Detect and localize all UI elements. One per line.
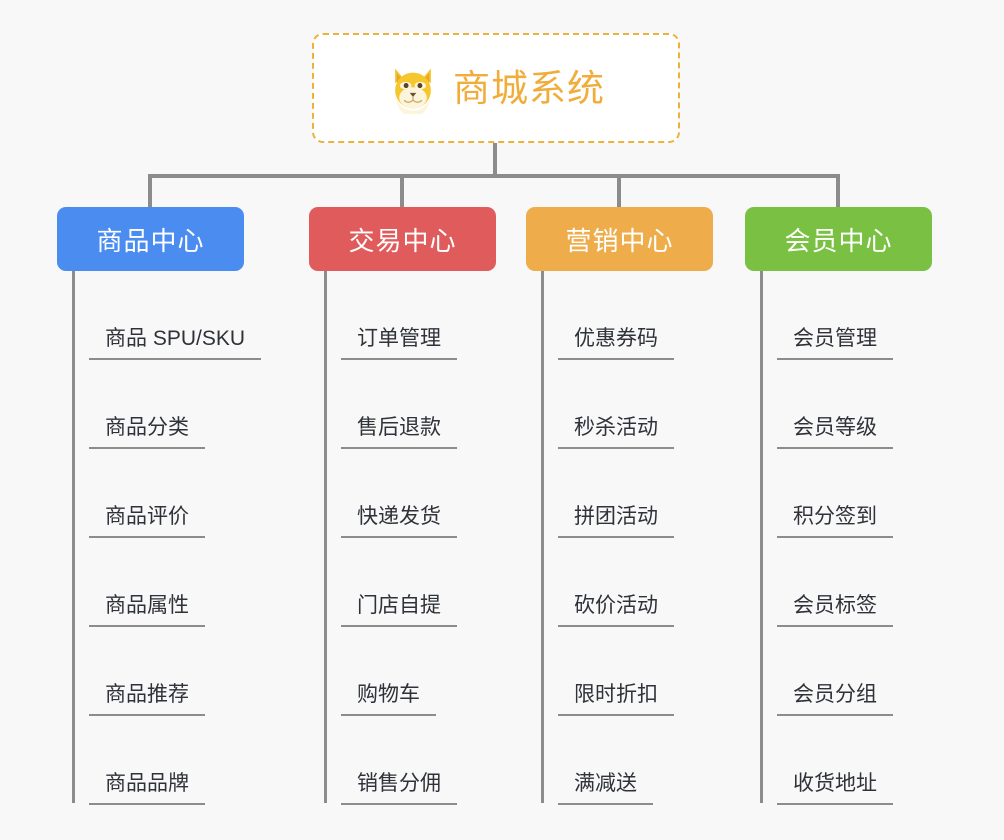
root-title: 商城系统 [453, 67, 605, 109]
leaf-list-2: 订单管理 售后退款 快递发货 门店自提 购物车 销售分佣 [324, 271, 496, 805]
leaf-item[interactable]: 优惠券码 [558, 271, 713, 360]
leaf-item[interactable]: 收货地址 [777, 716, 932, 805]
leaf-item[interactable]: 秒杀活动 [558, 360, 713, 449]
leaf-list-1: 商品 SPU/SKU 商品分类 商品评价 商品属性 商品推荐 商品品牌 [72, 271, 262, 805]
leaf-label: 会员分组 [777, 682, 893, 716]
branch-header-3[interactable]: 营销中心 [526, 207, 713, 271]
leaf-label: 会员等级 [777, 415, 893, 449]
leaf-item[interactable]: 快递发货 [341, 449, 496, 538]
connector-drop-1 [148, 174, 152, 208]
leaf-item[interactable]: 商品属性 [89, 538, 261, 627]
leaf-stem-2 [324, 271, 327, 803]
leaf-label: 拼团活动 [558, 504, 674, 538]
leaf-label: 商品品牌 [89, 771, 205, 805]
leaf-label: 商品评价 [89, 504, 205, 538]
leaf-label: 优惠券码 [558, 326, 674, 360]
leaf-item[interactable]: 商品评价 [89, 449, 261, 538]
leaf-label: 快递发货 [341, 504, 457, 538]
leaf-item[interactable]: 商品品牌 [89, 716, 261, 805]
leaf-item[interactable]: 商品分类 [89, 360, 261, 449]
leaf-item[interactable]: 会员管理 [777, 271, 932, 360]
branch-header-2[interactable]: 交易中心 [309, 207, 496, 271]
leaf-item[interactable]: 门店自提 [341, 538, 496, 627]
leaf-label: 积分签到 [777, 504, 893, 538]
leaf-item[interactable]: 购物车 [341, 627, 496, 716]
connector-drop-2 [400, 174, 404, 208]
leaf-label: 砍价活动 [558, 593, 674, 627]
leaf-label: 限时折扣 [558, 682, 674, 716]
connector-drop-4 [836, 174, 840, 208]
branch-column-4: 会员中心 会员管理 会员等级 积分签到 会员标签 会员分组 收货地址 [745, 207, 932, 805]
leaf-item[interactable]: 商品 SPU/SKU [89, 271, 262, 360]
leaf-item[interactable]: 限时折扣 [558, 627, 713, 716]
leaf-label: 商品属性 [89, 593, 205, 627]
leaf-label: 商品 SPU/SKU [89, 326, 262, 360]
leaf-item[interactable]: 销售分佣 [341, 716, 496, 805]
leaf-item[interactable]: 满减送 [558, 716, 713, 805]
shiba-dog-icon [395, 68, 431, 114]
leaf-item[interactable]: 会员分组 [777, 627, 932, 716]
leaf-label: 订单管理 [341, 326, 457, 360]
leaf-label: 会员管理 [777, 326, 893, 360]
leaf-label: 商品推荐 [89, 682, 205, 716]
leaf-stem-1 [72, 271, 75, 803]
leaf-item[interactable]: 订单管理 [341, 271, 496, 360]
leaf-label: 购物车 [341, 682, 436, 716]
leaf-item[interactable]: 售后退款 [341, 360, 496, 449]
leaf-label: 商品分类 [89, 415, 205, 449]
leaf-stem-3 [541, 271, 544, 803]
leaf-item[interactable]: 会员等级 [777, 360, 932, 449]
leaf-label: 满减送 [558, 771, 653, 805]
branch-header-1[interactable]: 商品中心 [57, 207, 244, 271]
leaf-label: 门店自提 [341, 593, 457, 627]
connector-root-stem [493, 143, 497, 177]
branch-header-4[interactable]: 会员中心 [745, 207, 932, 271]
leaf-item[interactable]: 会员标签 [777, 538, 932, 627]
leaf-list-4: 会员管理 会员等级 积分签到 会员标签 会员分组 收货地址 [760, 271, 932, 805]
leaf-stem-4 [760, 271, 763, 803]
branch-column-1: 商品中心 商品 SPU/SKU 商品分类 商品评价 商品属性 商品推荐 商品品牌 [57, 207, 262, 805]
branch-column-3: 营销中心 优惠券码 秒杀活动 拼团活动 砍价活动 限时折扣 满减送 [526, 207, 713, 805]
leaf-label: 售后退款 [341, 415, 457, 449]
leaf-item[interactable]: 拼团活动 [558, 449, 713, 538]
leaf-label: 会员标签 [777, 593, 893, 627]
connector-drop-3 [617, 174, 621, 208]
connector-horizontal-bar [148, 174, 840, 178]
leaf-item[interactable]: 砍价活动 [558, 538, 713, 627]
leaf-list-3: 优惠券码 秒杀活动 拼团活动 砍价活动 限时折扣 满减送 [541, 271, 713, 805]
leaf-label: 秒杀活动 [558, 415, 674, 449]
root-node[interactable]: 商城系统 [312, 33, 680, 143]
leaf-item[interactable]: 商品推荐 [89, 627, 261, 716]
branch-column-2: 交易中心 订单管理 售后退款 快递发货 门店自提 购物车 销售分佣 [309, 207, 496, 805]
leaf-item[interactable]: 积分签到 [777, 449, 932, 538]
leaf-label: 销售分佣 [341, 771, 457, 805]
leaf-label: 收货地址 [777, 771, 893, 805]
